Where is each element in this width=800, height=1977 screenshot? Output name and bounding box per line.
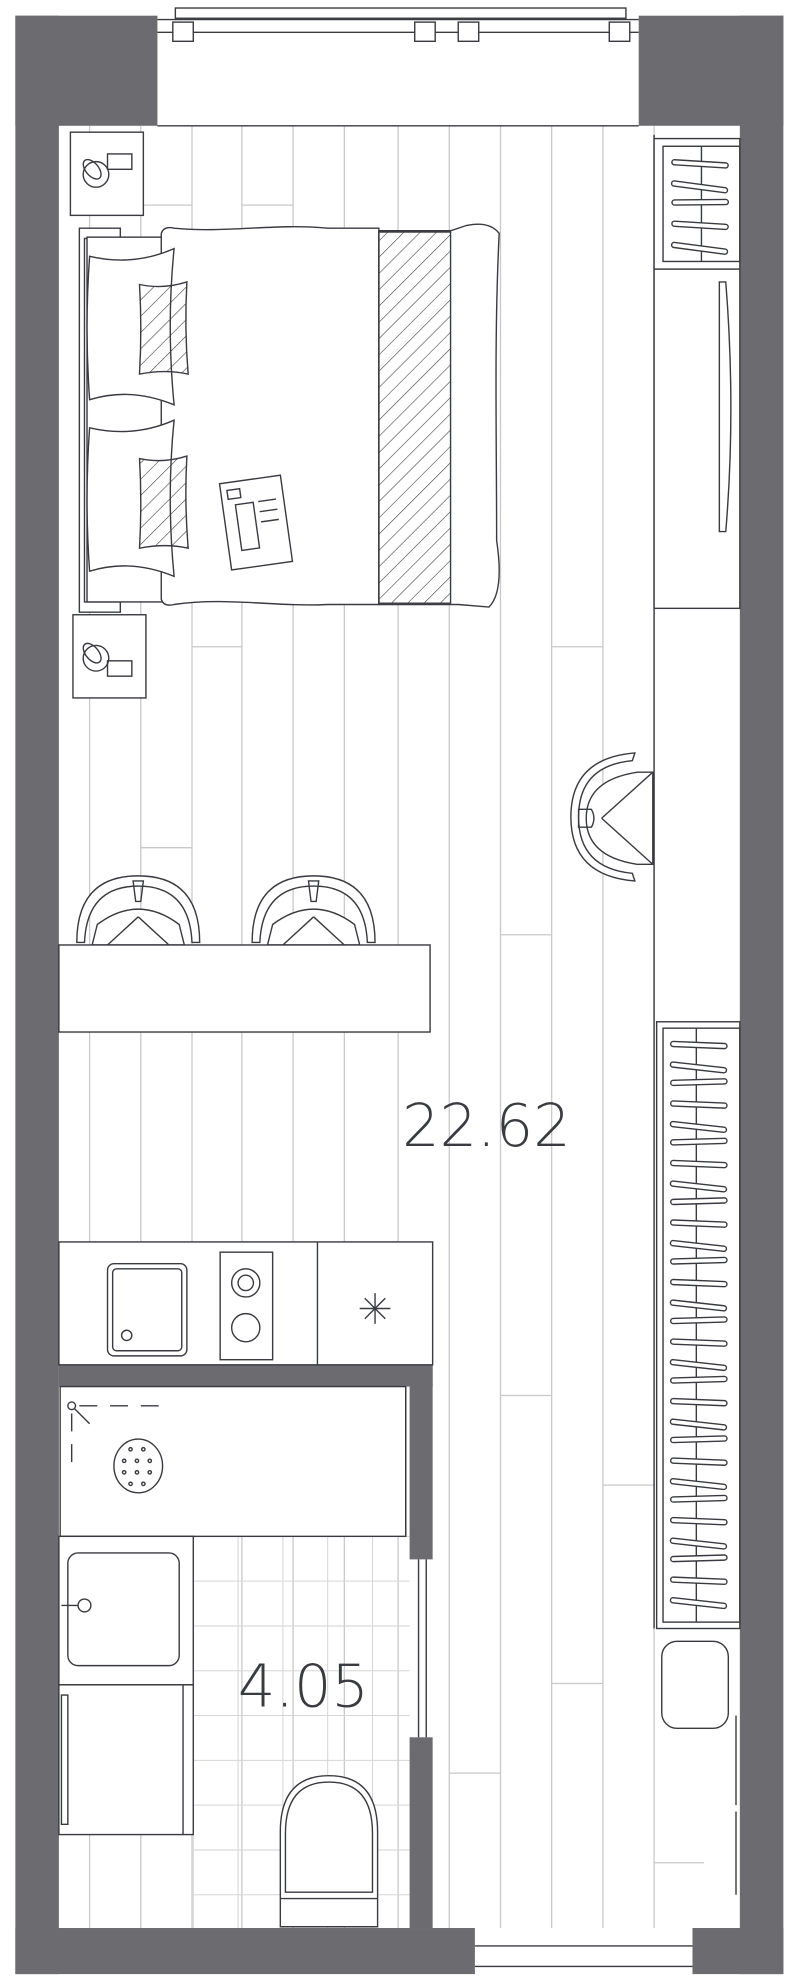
hanger-icon bbox=[669, 1120, 728, 1134]
chair-right bbox=[570, 752, 654, 882]
hanger-icon bbox=[669, 1299, 728, 1312]
window-bottom bbox=[474, 1945, 693, 1968]
hanger-icon bbox=[669, 1078, 728, 1087]
shower-head-icon bbox=[113, 1438, 164, 1494]
tall-cabinet bbox=[653, 268, 741, 610]
hanger-icon bbox=[669, 1100, 728, 1109]
shower-hole bbox=[147, 1469, 153, 1475]
hanger-icon bbox=[669, 1418, 728, 1431]
hanger-icon bbox=[669, 1494, 728, 1503]
chair-left bbox=[76, 875, 201, 946]
hanger-icon bbox=[669, 1159, 728, 1169]
shower-hole bbox=[134, 1458, 140, 1464]
hanger-icon bbox=[669, 1197, 728, 1206]
hanger-icon bbox=[669, 1338, 728, 1347]
fridge-icon bbox=[359, 1293, 391, 1324]
shower-hole bbox=[140, 1481, 146, 1487]
hanger-icon bbox=[669, 1040, 728, 1050]
hanger-icon bbox=[669, 1137, 728, 1146]
hanger-icon bbox=[669, 1358, 728, 1372]
hanger-icon bbox=[669, 1516, 728, 1526]
hanger-icon bbox=[669, 1554, 728, 1563]
kitchen-counter bbox=[58, 1241, 434, 1366]
walls bbox=[15, 15, 784, 1975]
hanger-icon bbox=[669, 1375, 728, 1384]
bathroom-area: 4.05 bbox=[238, 1652, 369, 1721]
hanger-icon bbox=[669, 1180, 728, 1193]
hanger-icon bbox=[669, 1477, 728, 1491]
hanger-icon bbox=[669, 1397, 728, 1407]
shower-hole bbox=[128, 1481, 133, 1487]
washbasin-right bbox=[661, 1640, 737, 1895]
shower-hole bbox=[147, 1458, 153, 1464]
hanger-icon bbox=[669, 1219, 728, 1228]
hanger-icon bbox=[670, 241, 729, 255]
hanger-icon bbox=[669, 1316, 728, 1325]
hanger-icon bbox=[671, 159, 729, 169]
shower-hole bbox=[128, 1446, 133, 1452]
shower-hole bbox=[121, 1458, 127, 1464]
magazine-icon bbox=[218, 474, 294, 571]
double-bed bbox=[78, 223, 500, 613]
hanger-icon bbox=[669, 1537, 728, 1550]
hanger-icon bbox=[669, 1278, 728, 1288]
window-top bbox=[157, 7, 639, 127]
washing-machine bbox=[58, 1684, 194, 1836]
shower-hole bbox=[134, 1469, 140, 1475]
toilet bbox=[279, 1774, 379, 1928]
main-room-area: 22.62 bbox=[402, 1091, 571, 1160]
shower-hole bbox=[140, 1446, 146, 1452]
nightstand-bottom bbox=[72, 614, 147, 699]
chair-middle bbox=[251, 875, 376, 946]
hanger-icon bbox=[669, 1576, 728, 1586]
wardrobe-bottom bbox=[655, 1021, 741, 1630]
hanger-icon bbox=[671, 198, 730, 206]
bar-counter bbox=[58, 944, 431, 1033]
shower-hole bbox=[121, 1469, 127, 1475]
hanger-icon bbox=[669, 1596, 728, 1610]
hob-icon bbox=[219, 1251, 274, 1361]
nightstand-top bbox=[69, 131, 145, 217]
hanger-icon bbox=[669, 1457, 728, 1466]
shower bbox=[59, 1385, 407, 1538]
hanger-icon bbox=[669, 1061, 728, 1074]
hanger-icon bbox=[669, 1239, 728, 1253]
hanger-icon bbox=[669, 1256, 728, 1265]
hanger-icon bbox=[670, 180, 729, 194]
hanger-icon bbox=[671, 220, 729, 231]
bathroom-sink-cabinet bbox=[58, 1535, 194, 1686]
hanger-icon bbox=[669, 1435, 728, 1444]
sink-icon bbox=[106, 1262, 188, 1357]
